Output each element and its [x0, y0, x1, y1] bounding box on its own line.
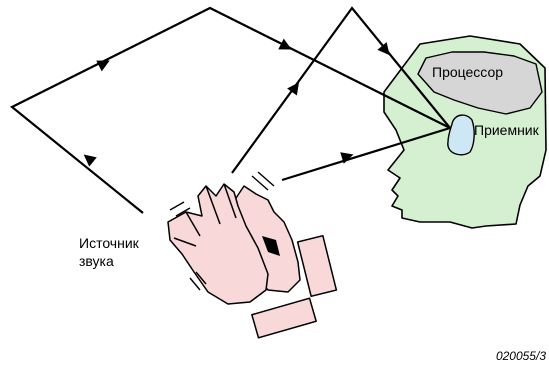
- processor-label: Процессор: [432, 64, 503, 80]
- finger-line: [185, 211, 201, 237]
- left-hand: [167, 183, 269, 305]
- motion-stroke: [195, 271, 207, 285]
- ray-reflected-left: [9, 6, 451, 214]
- right-cuff: [296, 234, 338, 298]
- motion-stroke: [189, 277, 201, 291]
- receiver-shape: [447, 114, 475, 156]
- finger-line: [205, 185, 221, 225]
- ray-direct: [281, 126, 451, 182]
- source-label-line1: Источник: [79, 235, 140, 251]
- arrowhead: [377, 42, 390, 56]
- arrowhead: [287, 82, 300, 96]
- processor-shape: [417, 51, 543, 115]
- motion-stroke: [257, 171, 275, 187]
- motion-stroke: [175, 207, 191, 217]
- source-label-line2: звука: [79, 253, 114, 269]
- clapping-hands-icon: [167, 183, 338, 339]
- arrowhead: [278, 38, 292, 50]
- motion-strokes: [169, 171, 275, 291]
- receiver-label: Приемник: [474, 122, 540, 138]
- ray-arrowheads: [83, 38, 390, 167]
- motion-stroke: [251, 175, 269, 191]
- finger-line: [173, 237, 197, 247]
- arrowhead: [96, 60, 110, 72]
- finger-line: [223, 183, 237, 219]
- hand-shadow: [262, 236, 280, 256]
- figure-id: 020055/3: [496, 349, 546, 363]
- arrowhead: [340, 152, 354, 164]
- left-cuff: [251, 297, 317, 339]
- ray-reflected-top: [231, 6, 451, 174]
- sound-rays: [9, 6, 451, 214]
- motion-stroke: [169, 201, 185, 211]
- arrowhead: [83, 154, 97, 167]
